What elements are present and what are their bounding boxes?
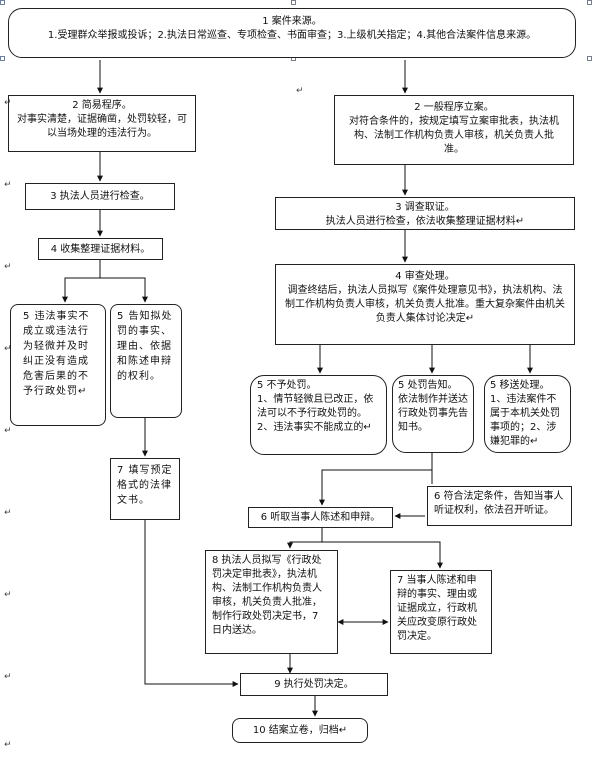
node-no-penalty-left: 5 违法事实不成立或违法行为轻微并及时纠正没有造成危害后果的不予行政处罚↵ xyxy=(10,304,106,426)
selection-handle[interactable] xyxy=(291,0,296,5)
node-execute-decision: 9 执行处罚决定。 xyxy=(240,673,388,696)
node-review-process: 4 审查处理。 调查终结后，执法人员拟写《案件处理意见书》，执法机构、法制工作机… xyxy=(275,264,575,345)
arrow-listen-statement xyxy=(322,541,443,569)
node-notify-rights: 5 告知拟处罚的事实、理由、依据和陈述申辩的权利。 xyxy=(110,304,182,418)
node-fill-form: 7 填写预定格式的法律文书。 xyxy=(110,458,180,520)
node-no-penalty: 5 不予处罚。 1、情节轻微且已改正，依法可以不予行政处罚的。2、违法事实不能成… xyxy=(250,375,387,455)
paragraph-mark: ↵ xyxy=(4,740,12,750)
node-investigate: 3 调查取证。 执法人员进行检查，依法收集整理证据材料↵ xyxy=(275,197,575,230)
selection-handle[interactable] xyxy=(587,0,592,5)
paragraph-mark: ↵ xyxy=(4,426,12,436)
node-penalty-notice: 5 处罚告知。 依法制作并送达行政处罚事先告知书。 xyxy=(392,375,474,453)
node-hearing-notice: 6 符合法定条件，告知当事人听证权利，依法召开听证。 xyxy=(427,486,572,526)
node-close-archive: 10 结案立卷，归档↵ xyxy=(232,718,368,743)
selection-handle[interactable] xyxy=(0,0,5,5)
paragraph-mark: ↵ xyxy=(4,180,12,190)
selection-handle[interactable] xyxy=(0,56,5,61)
node-inspect: 3 执法人员进行检查。 xyxy=(25,183,175,210)
paragraph-mark: ↵ xyxy=(4,98,12,108)
node-simple-procedure: 2 简易程序。 对事实清楚，证据确凿，处罚较轻，可以当场处理的违法行为。 xyxy=(8,95,196,152)
paragraph-mark: ↵ xyxy=(4,672,12,682)
node-general-procedure: 2 一般程序立案。 对符合条件的，按规定填写立案审批表，执法机构、法制工作机构负… xyxy=(334,95,574,165)
paragraph-mark: ↵ xyxy=(296,86,304,96)
node-statement-valid: 7 当事人陈述和申辩的事实、理由或证据成立，行政机关应改变原行政处罚决定。 xyxy=(390,570,492,654)
paragraph-mark: ↵ xyxy=(4,344,12,354)
node-collect-evidence: 4 收集整理证据材料。 xyxy=(38,238,163,260)
paragraph-mark: ↵ xyxy=(4,508,12,518)
arrow-notice-listen xyxy=(319,453,433,506)
node-case-source: 1 案件来源。 1.受理群众举报或投诉；2.执法日常巡查、专项检查、书面审查；3… xyxy=(8,8,576,58)
paragraph-mark: ↵ xyxy=(4,590,12,600)
arrow-fill-execute xyxy=(144,520,239,687)
selection-handle[interactable] xyxy=(587,56,592,61)
node-listen-statement: 6 听取当事人陈述和申辩。 xyxy=(248,507,393,528)
node-transfer: 5 移送处理。 1、违法案件不属于本机关处罚事项的；2、涉嫌犯罪的↵ xyxy=(484,375,571,453)
arrow-collect-left xyxy=(62,260,101,303)
node-decision-draft: 8 执法人员拟写《行政处罚决定审批表》，执法机构、法制工作机构负责人审核，机关负… xyxy=(205,550,338,654)
arrow-listen-decision xyxy=(287,528,323,549)
paragraph-mark: ↵ xyxy=(4,262,12,272)
arrow-collect-right xyxy=(100,277,148,303)
